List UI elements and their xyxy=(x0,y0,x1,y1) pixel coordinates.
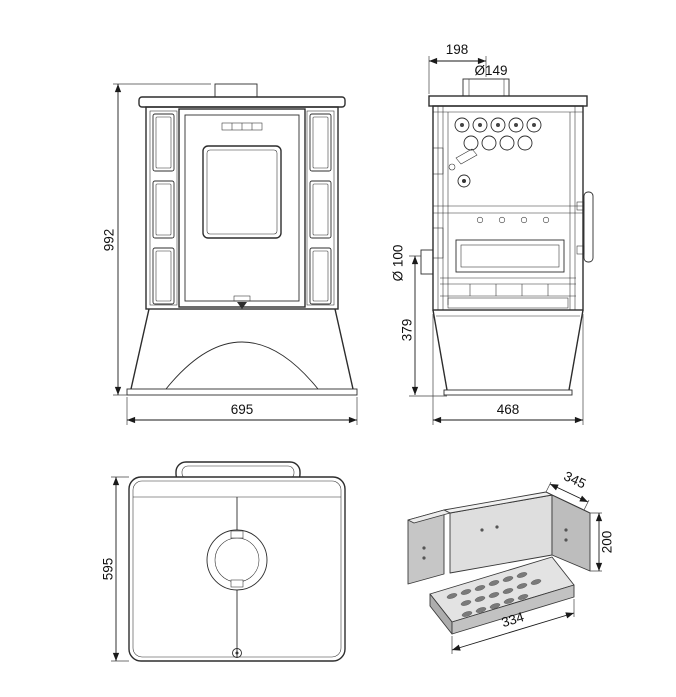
dim-firebox-depth-345: 345 xyxy=(562,468,589,491)
firebox-opening xyxy=(455,239,565,273)
door-latch xyxy=(233,295,251,302)
dim-width-695: 695 xyxy=(231,402,254,417)
left-tile-column xyxy=(149,110,178,306)
door-glass-window xyxy=(202,145,282,239)
firebox-right-wall xyxy=(551,494,591,572)
base-left-edge xyxy=(130,308,150,390)
dim-line-345 xyxy=(549,483,589,503)
dim-firebox-width-334: 334 xyxy=(500,609,526,630)
front-top-plate xyxy=(138,96,346,108)
side-base-front-edge xyxy=(432,309,448,391)
dim-depth-468: 468 xyxy=(497,402,520,417)
top-view: 595 xyxy=(101,461,346,662)
side-view: 198 Ø149 Ø 100 379 468 xyxy=(391,42,594,425)
dim-height-992: 992 xyxy=(102,229,117,252)
latch-knob xyxy=(232,648,242,658)
side-body xyxy=(432,105,584,311)
base-plinth xyxy=(126,388,358,396)
side-top-plate xyxy=(428,95,588,107)
front-view: 992 695 xyxy=(102,83,358,425)
front-body xyxy=(145,106,339,310)
control-knobs xyxy=(454,117,542,151)
dim-firebox-height-200: 200 xyxy=(600,531,615,554)
damper-flap xyxy=(455,148,478,165)
dim-rear-flue-diameter: Ø 100 xyxy=(391,245,406,282)
dim-rear-flue-height-379: 379 xyxy=(400,319,415,342)
base-right-edge xyxy=(334,308,354,390)
front-door xyxy=(178,108,306,308)
front-flue-collar xyxy=(214,83,258,98)
dim-line-334 xyxy=(451,612,575,651)
top-flue-opening-outer xyxy=(206,529,268,591)
dim-depth-595: 595 xyxy=(101,558,116,581)
damper-knob xyxy=(457,174,471,188)
dim-top-flue-diameter: Ø149 xyxy=(474,63,507,78)
side-flue-collar xyxy=(462,78,510,97)
side-base-plinth xyxy=(443,389,573,396)
door-handle xyxy=(583,191,594,263)
base-arch xyxy=(165,341,319,390)
side-base-rear-edge xyxy=(568,309,584,391)
air-control-pointer xyxy=(237,302,247,309)
rear-flue-outlet xyxy=(420,249,434,275)
firebox-isometric-view: 345 200 334 xyxy=(407,468,615,654)
right-tile-column xyxy=(306,110,335,306)
dim-flue-offset-198: 198 xyxy=(446,42,469,57)
